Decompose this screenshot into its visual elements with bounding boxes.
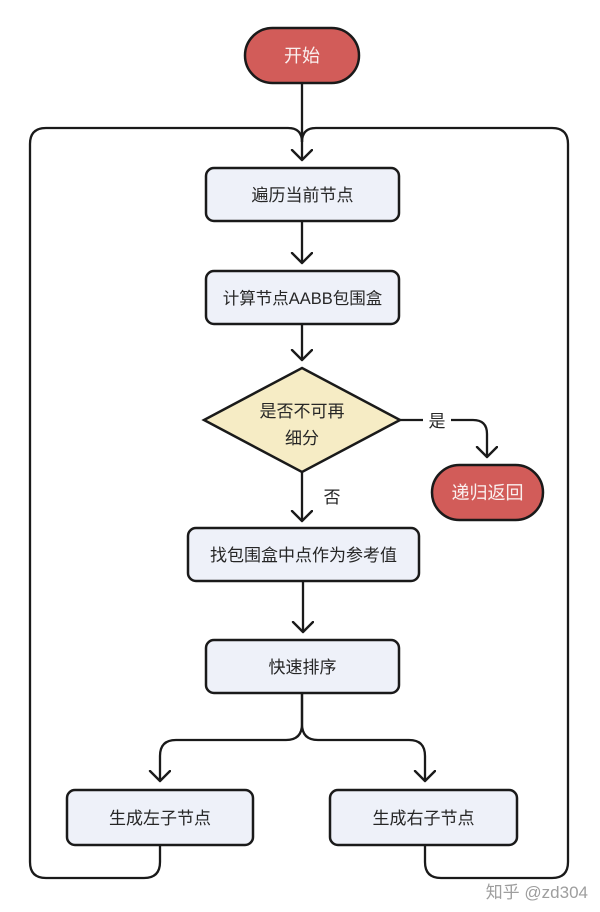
edge-quicksort-to-right-child	[300, 693, 425, 781]
node-left-child-label: 生成左子节点	[109, 809, 211, 828]
node-right-child-label: 生成右子节点	[373, 809, 475, 828]
edge-label-yes-text: 是	[429, 412, 446, 431]
edge-loop-right-child-to-top	[300, 126, 570, 880]
node-recursive-return: 递归返回	[430, 463, 545, 522]
node-left-child-shape	[65, 788, 255, 847]
node-decision: 是否不可再 细分	[201, 366, 403, 474]
edge-label-yes-bg	[423, 407, 451, 433]
node-start-label: 开始	[284, 46, 320, 66]
edge-label-no: 否	[318, 484, 346, 508]
node-quick-sort-label: 快速排序	[269, 658, 337, 677]
node-recursive-return-shape	[430, 463, 545, 522]
node-left-child: 生成左子节点	[65, 788, 255, 847]
node-traverse: 遍历当前节点	[204, 166, 401, 223]
node-compute-aabb: 计算节点AABB包围盒	[204, 269, 401, 326]
edge-decision-yes-to-return	[400, 418, 487, 457]
node-start-shape	[243, 26, 361, 85]
node-find-midpoint-label: 找包围盒中点作为参考值	[210, 546, 397, 565]
watermark-text: 知乎 @zd304	[486, 883, 588, 902]
edge-quicksort-to-left-child	[160, 693, 304, 781]
edge-label-yes: 是	[423, 407, 451, 433]
node-quick-sort: 快速排序	[204, 638, 401, 695]
node-recursive-return-label: 递归返回	[452, 483, 524, 503]
node-traverse-shape	[204, 166, 401, 223]
node-start: 开始	[243, 26, 361, 85]
node-decision-label-line1: 是否不可再	[260, 402, 345, 421]
node-right-child-shape	[328, 788, 519, 847]
node-compute-aabb-shape	[204, 269, 401, 326]
node-decision-label-line2: 细分	[285, 429, 319, 448]
node-compute-aabb-label: 计算节点AABB包围盒	[223, 289, 383, 308]
edge-label-no-text: 否	[324, 488, 341, 507]
node-traverse-label: 遍历当前节点	[252, 186, 354, 205]
node-quick-sort-shape	[204, 638, 401, 695]
edge-loop-left-child-to-top	[28, 126, 304, 880]
node-decision-shape	[201, 366, 403, 474]
edge-label-no-bg	[318, 484, 346, 508]
node-find-midpoint-shape	[186, 526, 421, 583]
node-right-child: 生成右子节点	[328, 788, 519, 847]
node-find-midpoint: 找包围盒中点作为参考值	[186, 526, 421, 583]
